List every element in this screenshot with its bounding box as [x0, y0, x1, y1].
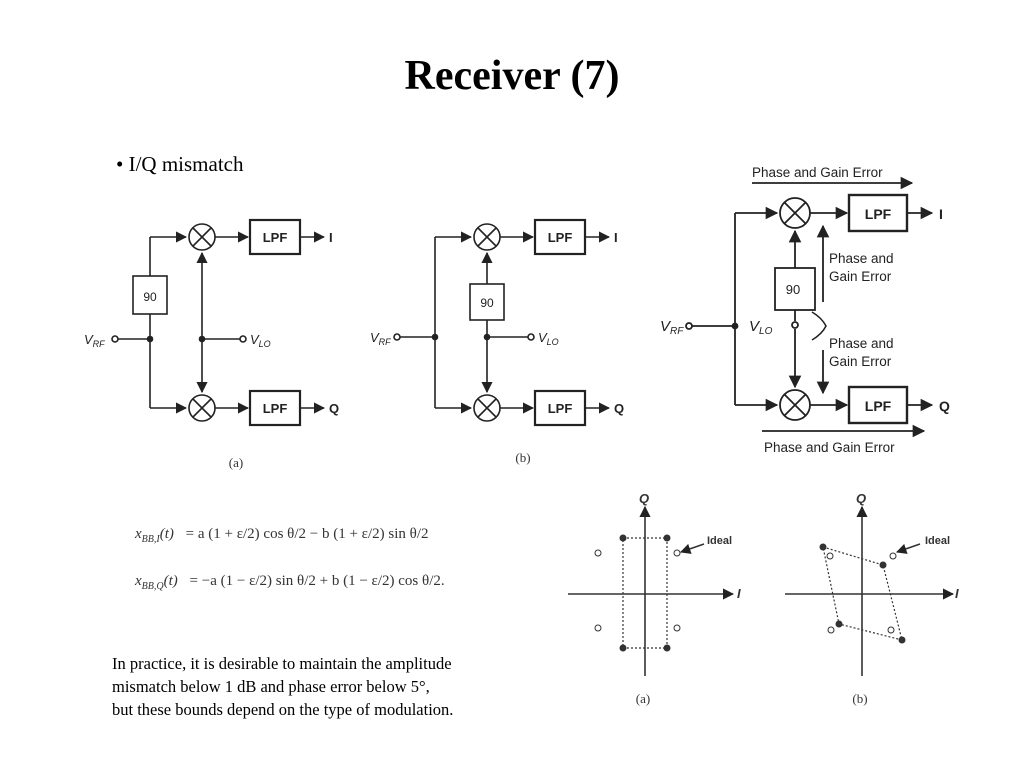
- diagram-c: [685, 176, 934, 438]
- slide-title: Receiver (7): [404, 53, 620, 99]
- constellation-a: [568, 505, 735, 676]
- q-output-label: Q: [329, 401, 339, 416]
- i-output-label: I: [939, 206, 943, 222]
- diagram-b: [393, 218, 611, 427]
- diagram-a: [111, 218, 326, 427]
- caption-a: (a): [229, 455, 243, 470]
- error-label-bottom: Phase and Gain Error: [764, 440, 895, 455]
- caption-b: (b): [515, 450, 530, 465]
- note-line-1: In practice, it is desirable to maintain…: [112, 654, 452, 673]
- phase-label: 90: [480, 296, 494, 310]
- note-paragraph: In practice, it is desirable to maintain…: [112, 652, 552, 721]
- vlo-label: VLO: [749, 318, 773, 337]
- phase-label: 90: [143, 290, 157, 304]
- constellation-caption-a: (a): [636, 691, 650, 706]
- q-output-label: Q: [614, 401, 624, 416]
- lpf-label: LPF: [263, 401, 288, 416]
- q-output-label: Q: [939, 398, 950, 414]
- error-label-side-1-line-1: Phase and: [829, 251, 894, 266]
- note-line-2: mismatch below 1 dB and phase error belo…: [112, 677, 430, 696]
- phase-label: 90: [786, 282, 800, 297]
- phase-shift-block-a: [132, 275, 168, 315]
- error-label-top: Phase and Gain Error: [752, 165, 883, 180]
- phase-shift-block-c: [774, 267, 816, 311]
- lpf-label: LPF: [263, 230, 288, 245]
- error-label-side-2-line-2: Gain Error: [829, 354, 892, 369]
- vrf-label: VRF: [370, 330, 391, 347]
- lpf-label: LPF: [865, 206, 892, 222]
- equation-q: xBB,Q(t) = −a (1 − ε/2) sin θ/2 + b (1 −…: [134, 573, 445, 592]
- ideal-label: Ideal: [707, 535, 732, 547]
- axis-q-label: Q: [639, 491, 649, 506]
- axis-q-label: Q: [856, 491, 866, 506]
- ideal-label: Ideal: [925, 535, 950, 547]
- lpf-label: LPF: [548, 230, 573, 245]
- vrf-label: VRF: [660, 318, 684, 337]
- equation-i: xBB,I(t) = a (1 + ε/2) cos θ/2 − b (1 + …: [134, 526, 429, 545]
- constellation-b: [785, 505, 955, 676]
- i-output-label: I: [329, 230, 333, 245]
- i-output-label: I: [614, 230, 618, 245]
- error-label-side-2-line-1: Phase and: [829, 336, 894, 351]
- vlo-label: VLO: [538, 330, 559, 347]
- vlo-label: VLO: [250, 332, 271, 349]
- axis-i-label: I: [955, 586, 959, 601]
- lpf-label: LPF: [548, 401, 573, 416]
- lpf-label: LPF: [865, 398, 892, 414]
- constellation-caption-b: (b): [852, 691, 867, 706]
- error-label-side-1-line-2: Gain Error: [829, 269, 892, 284]
- note-line-3: but these bounds depend on the type of m…: [112, 700, 454, 719]
- vrf-label: VRF: [84, 332, 105, 349]
- equations: xBB,I(t) = a (1 + ε/2) cos θ/2 − b (1 + …: [134, 526, 445, 592]
- bullet-iq-mismatch: • I/Q mismatch: [116, 152, 244, 176]
- axis-i-label: I: [737, 586, 741, 601]
